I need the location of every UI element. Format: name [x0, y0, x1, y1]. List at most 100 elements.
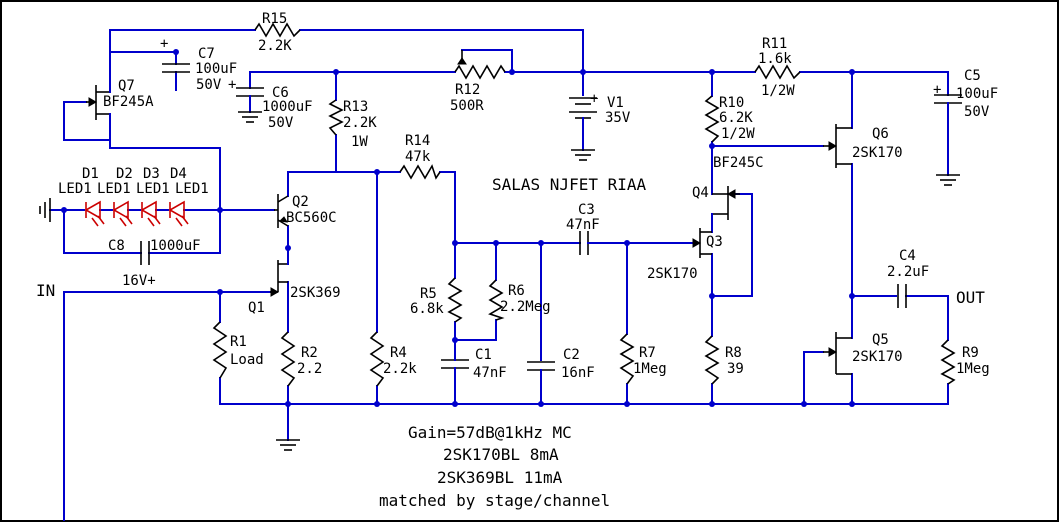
battery-v1: [569, 97, 597, 129]
resistor-r5: [447, 277, 463, 323]
label-r1-value: Load: [230, 352, 264, 368]
ground-main: [276, 439, 300, 451]
label-r8-value: 39: [727, 361, 744, 377]
label-r8-ref: R8: [725, 345, 742, 361]
label-c2-ref: C2: [563, 347, 580, 363]
label-r12-value: 500R: [450, 98, 484, 114]
resistor-r8: [704, 335, 720, 385]
note-gain: Gain=57dB@1kHz MC: [408, 423, 572, 442]
component-labels: R15 2.2K + C7 100uF 50V + Q7 BF245A C6 1…: [58, 11, 998, 381]
jfet-q3: [692, 228, 712, 258]
label-c1-value: 47nF: [473, 365, 507, 381]
ground-c5: [936, 174, 960, 186]
ground-led: [39, 198, 51, 222]
resistor-r1: [212, 321, 228, 379]
capacitor-c7: [162, 63, 190, 73]
label-q6-part: 2SK170: [852, 145, 903, 161]
resistor-r10: [704, 95, 720, 143]
label-q3-ref: Q3: [706, 234, 723, 250]
jfet-q4: [711, 186, 740, 223]
label-r13-value: 2.2K: [343, 115, 377, 131]
capacitor-c8: [140, 241, 150, 265]
label-r7-ref: R7: [639, 345, 656, 361]
resistor-r6: [488, 279, 505, 321]
note-matched: matched by stage/channel: [379, 491, 610, 510]
label-q2-part: BC560C: [286, 210, 337, 226]
label-q5-part: 2SK170: [852, 349, 903, 365]
label-c6-rating: 50V: [268, 115, 294, 131]
label-r11-ref: R11: [762, 36, 787, 52]
ground-v1: [571, 149, 595, 161]
label-d4-part: LED1: [175, 181, 209, 197]
label-r11-rating: 1/2W: [761, 83, 795, 99]
resistor-r11: [754, 64, 801, 80]
label-d1-ref: D1: [82, 166, 99, 182]
label-c3-value: 47nF: [566, 217, 600, 233]
label-r1-ref: R1: [230, 334, 247, 350]
jfet-q6: [823, 124, 852, 168]
label-c6-ref: C6: [272, 85, 289, 101]
potentiometer-r12: [454, 64, 506, 80]
label-q1-part: 2SK369: [290, 285, 341, 301]
label-q1-ref: Q1: [248, 300, 265, 316]
label-r11-value: 1.6k: [758, 51, 792, 67]
label-d2-part: LED1: [97, 181, 131, 197]
junction-dots: [61, 49, 855, 407]
capacitor-c1: [441, 353, 469, 373]
jfet-q5: [823, 332, 852, 375]
label-v1-plus: +: [590, 91, 598, 107]
label-r5-value: 6.8k: [410, 301, 444, 317]
wires: [49, 29, 949, 521]
label-c5-plus: +: [933, 82, 941, 98]
label-r4-ref: R4: [390, 345, 407, 361]
label-c8-ref: C8: [108, 238, 125, 254]
led-d4: [168, 200, 189, 227]
jfet-q7: [86, 84, 111, 121]
resistor-r14: [399, 164, 441, 180]
label-d3-part: LED1: [136, 181, 170, 197]
capacitor-c3: [579, 231, 595, 255]
label-r2-value: 2.2: [297, 361, 322, 377]
capacitor-c4: [897, 284, 907, 308]
label-c7-ref: C7: [198, 46, 215, 62]
label-c1-ref: C1: [475, 347, 492, 363]
label-c4-value: 2.2uF: [887, 264, 929, 280]
label-c7-plus: +: [160, 36, 168, 52]
resistor-r2: [280, 331, 296, 387]
label-r10-rating: 1/2W: [721, 126, 755, 142]
label-q4-ref: Q4: [692, 185, 709, 201]
led-d2: [112, 200, 133, 227]
label-d1-part: LED1: [58, 181, 92, 197]
label-c5-value: 100uF: [956, 86, 998, 102]
label-r10-value: 6.2K: [719, 110, 753, 126]
label-r4-value: 2.2k: [383, 361, 417, 377]
label-c8-rating: 16V+: [122, 273, 156, 289]
bjt-q2: [274, 194, 289, 228]
label-c5-ref: C5: [964, 68, 981, 84]
label-r6-ref: R6: [508, 283, 525, 299]
label-r9-value: 1Meg: [956, 361, 990, 377]
label-c3-ref: C3: [578, 202, 595, 218]
label-q7-ref: Q7: [118, 78, 135, 94]
label-v1-value: 35V: [605, 110, 631, 126]
resistor-r9: [940, 339, 956, 385]
label-c7-rating: 50V: [196, 77, 222, 93]
ground-c6: [238, 111, 262, 123]
capacitor-c6: [236, 87, 264, 113]
label-r7-value: 1Meg: [633, 361, 667, 377]
resistor-r4: [369, 331, 385, 387]
led-d3: [140, 200, 161, 227]
capacitor-c2: [527, 361, 555, 373]
label-c4-ref: C4: [899, 248, 916, 264]
label-r5-ref: R5: [420, 286, 437, 302]
label-c6-plus: +: [228, 77, 236, 93]
resistor-r15: [254, 22, 301, 38]
design-notes: Gain=57dB@1kHz MC 2SK170BL 8mA 2SK369BL …: [379, 423, 610, 510]
label-c6-value: 1000uF: [262, 99, 313, 115]
label-q5-ref: Q5: [872, 332, 889, 348]
note-2sk170: 2SK170BL 8mA: [443, 445, 559, 464]
label-r9-ref: R9: [962, 345, 979, 361]
